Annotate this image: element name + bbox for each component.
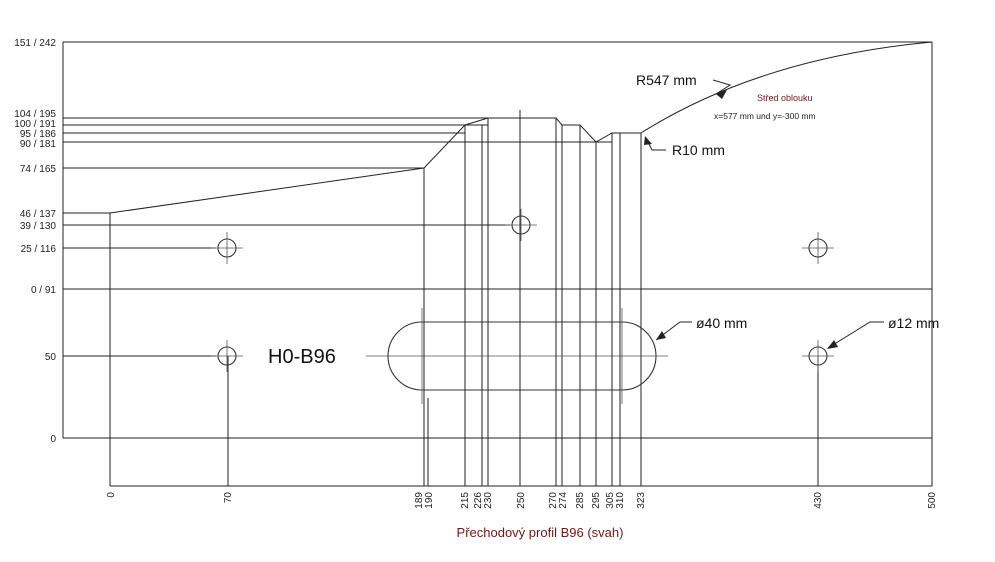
y-label: 46 / 137	[20, 209, 57, 220]
x-label: 285	[575, 492, 586, 509]
arrowhead-r10	[644, 136, 652, 145]
hole-left-lower	[211, 340, 243, 372]
y-label: 90 / 181	[20, 139, 57, 150]
y-label: 50	[45, 352, 57, 363]
x-label: 310	[615, 492, 626, 509]
hole-right-upper	[802, 232, 834, 264]
arc-r547	[640, 41, 933, 134]
x-label: 215	[460, 492, 471, 509]
arrowhead-hole	[827, 340, 838, 349]
x-label: 323	[636, 492, 647, 509]
x-label: 70	[223, 492, 234, 504]
part-name: H0-B96	[268, 346, 336, 368]
hole-left-upper	[211, 232, 243, 264]
x-label: 190	[424, 492, 435, 509]
radius-large-label: R547 mm	[636, 72, 697, 88]
y-label: 95 / 186	[20, 129, 57, 140]
x-label: 295	[591, 492, 602, 509]
x-label: 250	[516, 492, 527, 509]
profile-top-outline	[109, 117, 641, 214]
y-label: 151 / 242	[14, 38, 56, 49]
x-label: 270	[548, 492, 559, 509]
x-label: 500	[927, 492, 938, 509]
hole-center	[505, 209, 537, 241]
x-label: 0	[106, 492, 117, 498]
x-label: 305	[605, 492, 616, 509]
x-label: 226	[473, 492, 484, 509]
x-label: 430	[813, 492, 824, 509]
y-label: 74 / 165	[20, 164, 57, 175]
y-label: 25 / 116	[21, 244, 57, 255]
x-label: 230	[483, 492, 494, 509]
y-label: 39 / 130	[20, 221, 57, 232]
y-label: 104 / 195	[14, 109, 56, 120]
radius-small-label: R10 mm	[672, 142, 725, 158]
y-label: 100 / 191	[14, 119, 56, 130]
leader-slot	[655, 321, 692, 341]
arrowhead-r547	[716, 90, 727, 99]
leader-hole	[827, 321, 884, 349]
hole-right-lower	[802, 340, 834, 372]
leader-r547	[712, 79, 732, 95]
figure-caption: Přechodový profil B96 (svah)	[457, 525, 624, 540]
x-label: 189	[414, 492, 425, 509]
y-label: 0	[50, 434, 56, 445]
slot-ø40	[366, 308, 668, 404]
arc-center-coords: x=577 mm und y=-300 mm	[714, 111, 816, 121]
y-label: 0 / 91	[31, 285, 56, 296]
arrowhead-slot	[656, 331, 666, 340]
hole-diameter-label: ø12 mm	[888, 315, 939, 331]
arc-center-title: Střed oblouku	[757, 93, 813, 103]
slot-diameter-label: ø40 mm	[696, 315, 747, 331]
x-label: 274	[558, 492, 569, 509]
